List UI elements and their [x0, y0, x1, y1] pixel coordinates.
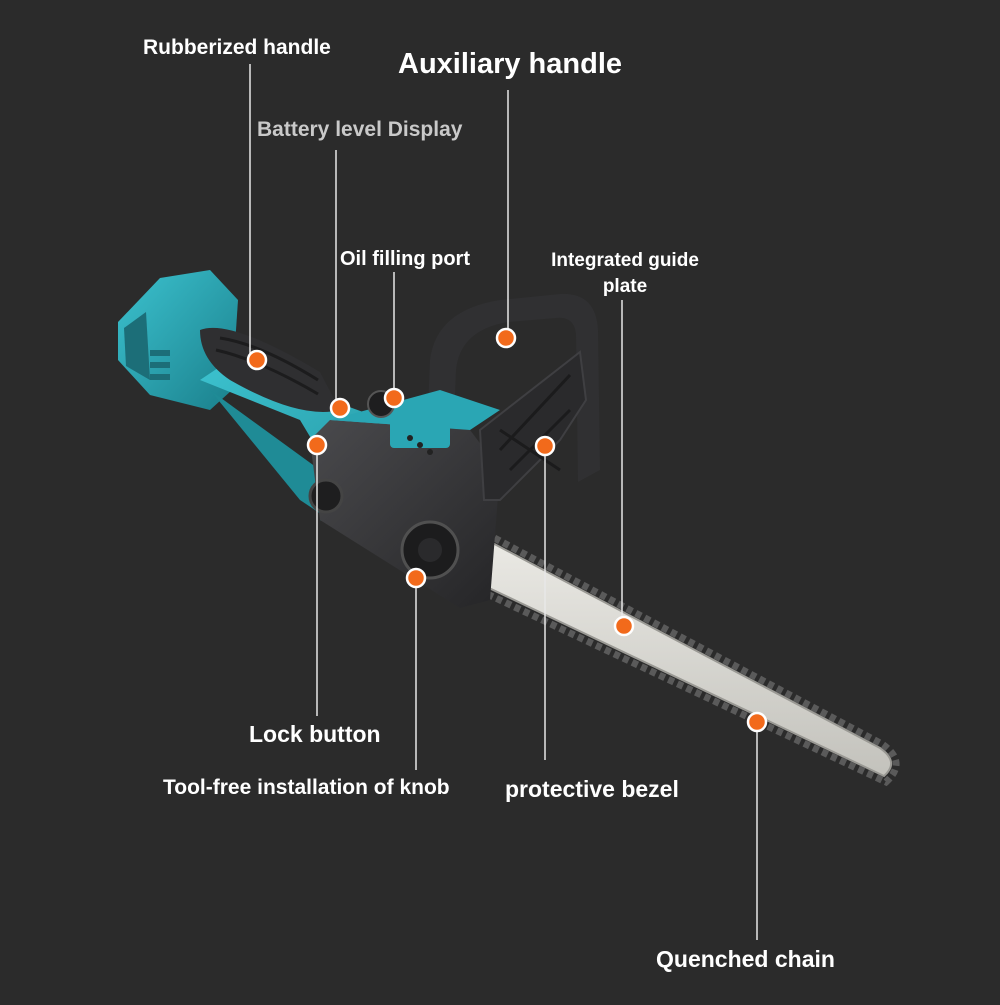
label-lock-button: Lock button — [249, 721, 381, 747]
marker-lock-button — [306, 434, 328, 456]
label-chain: Quenched chain — [656, 946, 835, 972]
label-rubberized-handle: Rubberized handle — [143, 36, 331, 59]
label-battery-display: Battery level Display — [257, 118, 463, 141]
knobs — [308, 390, 460, 580]
guide-bar — [464, 520, 900, 787]
label-bezel: protective bezel — [505, 776, 679, 802]
leader-lines — [249, 64, 758, 940]
port-dot-2 — [417, 442, 423, 448]
callout-markers — [246, 327, 768, 733]
marker-chain — [746, 711, 768, 733]
label-oil-port: Oil filling port — [340, 248, 470, 270]
auxiliary-handle-shape — [428, 293, 600, 482]
port-dot-1 — [407, 435, 413, 441]
label-knob: Tool-free installation of knob — [163, 776, 450, 799]
marker-bezel — [534, 435, 556, 457]
marker-auxiliary-handle — [495, 327, 517, 349]
port-dot-3 — [427, 449, 433, 455]
label-guide-plate: Integrated guide plate — [551, 250, 699, 297]
marker-knob — [405, 567, 427, 589]
marker-oil-port — [383, 387, 405, 409]
marker-battery-display — [329, 397, 351, 419]
marker-guide-plate — [613, 615, 635, 637]
label-auxiliary-handle: Auxiliary handle — [398, 48, 623, 80]
guide-plate-shape — [478, 350, 588, 501]
marker-rubberized-handle — [246, 349, 268, 371]
